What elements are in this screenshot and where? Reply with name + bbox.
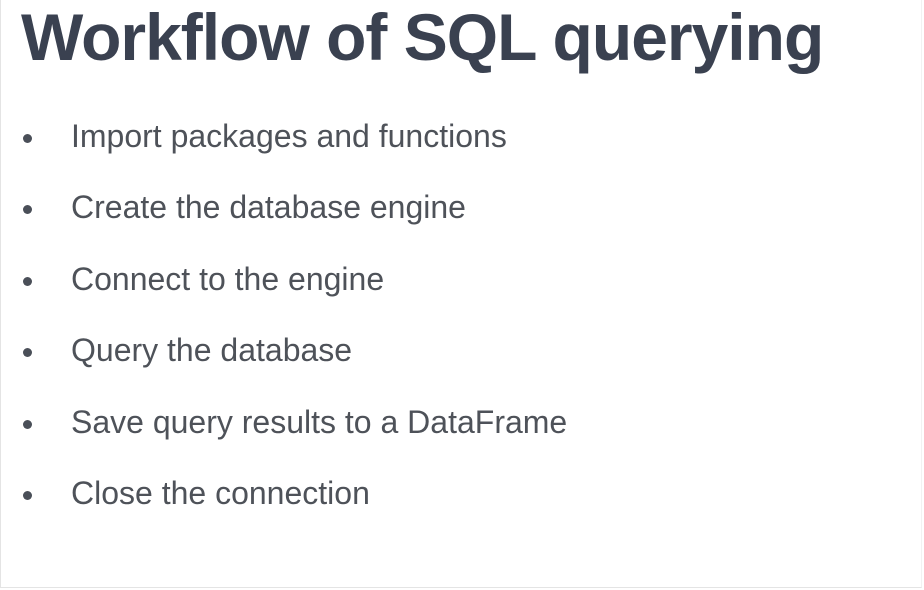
bullet-dot-icon <box>23 348 32 358</box>
bullet-text: Connect to the engine <box>71 260 385 297</box>
bullet-dot-icon <box>23 133 32 143</box>
bullet-text: Import packages and functions <box>71 117 507 154</box>
bullet-text: Create the database engine <box>71 189 466 226</box>
bullet-dot-icon <box>23 419 32 429</box>
bullet-dot-icon <box>23 205 32 215</box>
slide-title: Workflow of SQL querying <box>21 0 824 74</box>
bullet-text: Close the connection <box>71 475 370 512</box>
bullet-text: Save query results to a DataFrame <box>71 403 568 440</box>
bullet-dot-icon <box>23 276 32 286</box>
bullet-text: Query the database <box>71 332 353 369</box>
bullet-dot-icon <box>23 491 32 501</box>
